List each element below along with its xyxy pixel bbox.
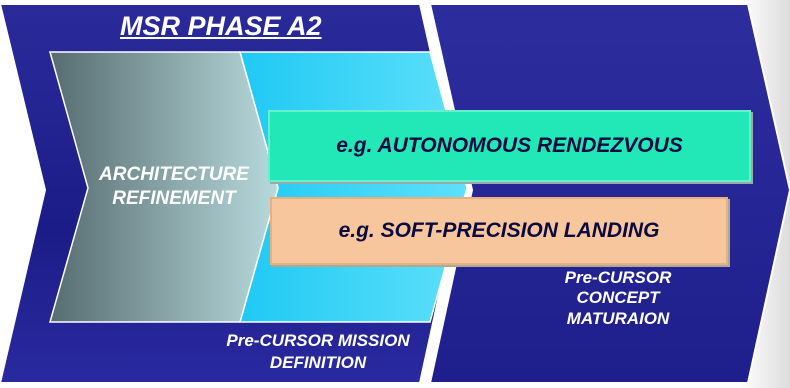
mission-definition-label: Pre-CURSOR MISSION DEFINITION (226, 331, 410, 373)
autonomous-rendezvous-text: e.g. AUTONOMOUS RENDEZVOUS (336, 134, 683, 157)
soft-precision-landing-band: e.g. SOFT-PRECISION LANDING (270, 197, 728, 265)
phase-title: MSR PHASE A2 (120, 11, 322, 41)
autonomous-rendezvous-band: e.g. AUTONOMOUS RENDEZVOUS (268, 110, 751, 182)
concept-maturation-label: Pre-CURSOR CONCEPT MATURAION (564, 268, 672, 328)
concept-chevron (428, 3, 790, 384)
architecture-refinement-label: ARCHITECTURE REFINEMENT (99, 164, 249, 209)
soft-precision-landing-text: e.g. SOFT-PRECISION LANDING (338, 219, 660, 242)
architecture-panel (49, 51, 279, 323)
